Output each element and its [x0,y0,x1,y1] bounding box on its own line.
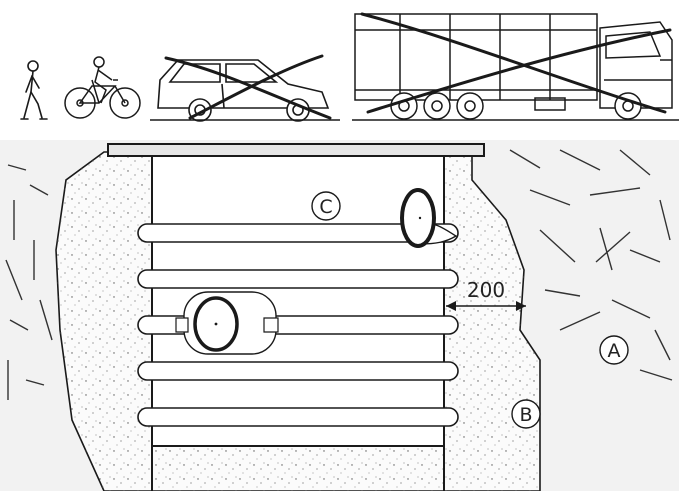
label-a: A [599,335,629,365]
label-c-text: C [319,196,332,218]
cross-out-icon [360,12,672,114]
inlet-pipe [175,291,279,355]
dimension-200: 200 [446,278,526,311]
label-b: B [511,399,541,429]
dimension-label: 200 [467,278,505,302]
bicycle-icon [64,56,141,119]
label-c: C [311,191,341,221]
pedestrian-icon [20,60,48,120]
label-a-text: A [608,340,621,362]
cross-out-icon [164,54,332,120]
label-b-text: B [519,404,532,426]
outlet-pipe [400,188,458,248]
